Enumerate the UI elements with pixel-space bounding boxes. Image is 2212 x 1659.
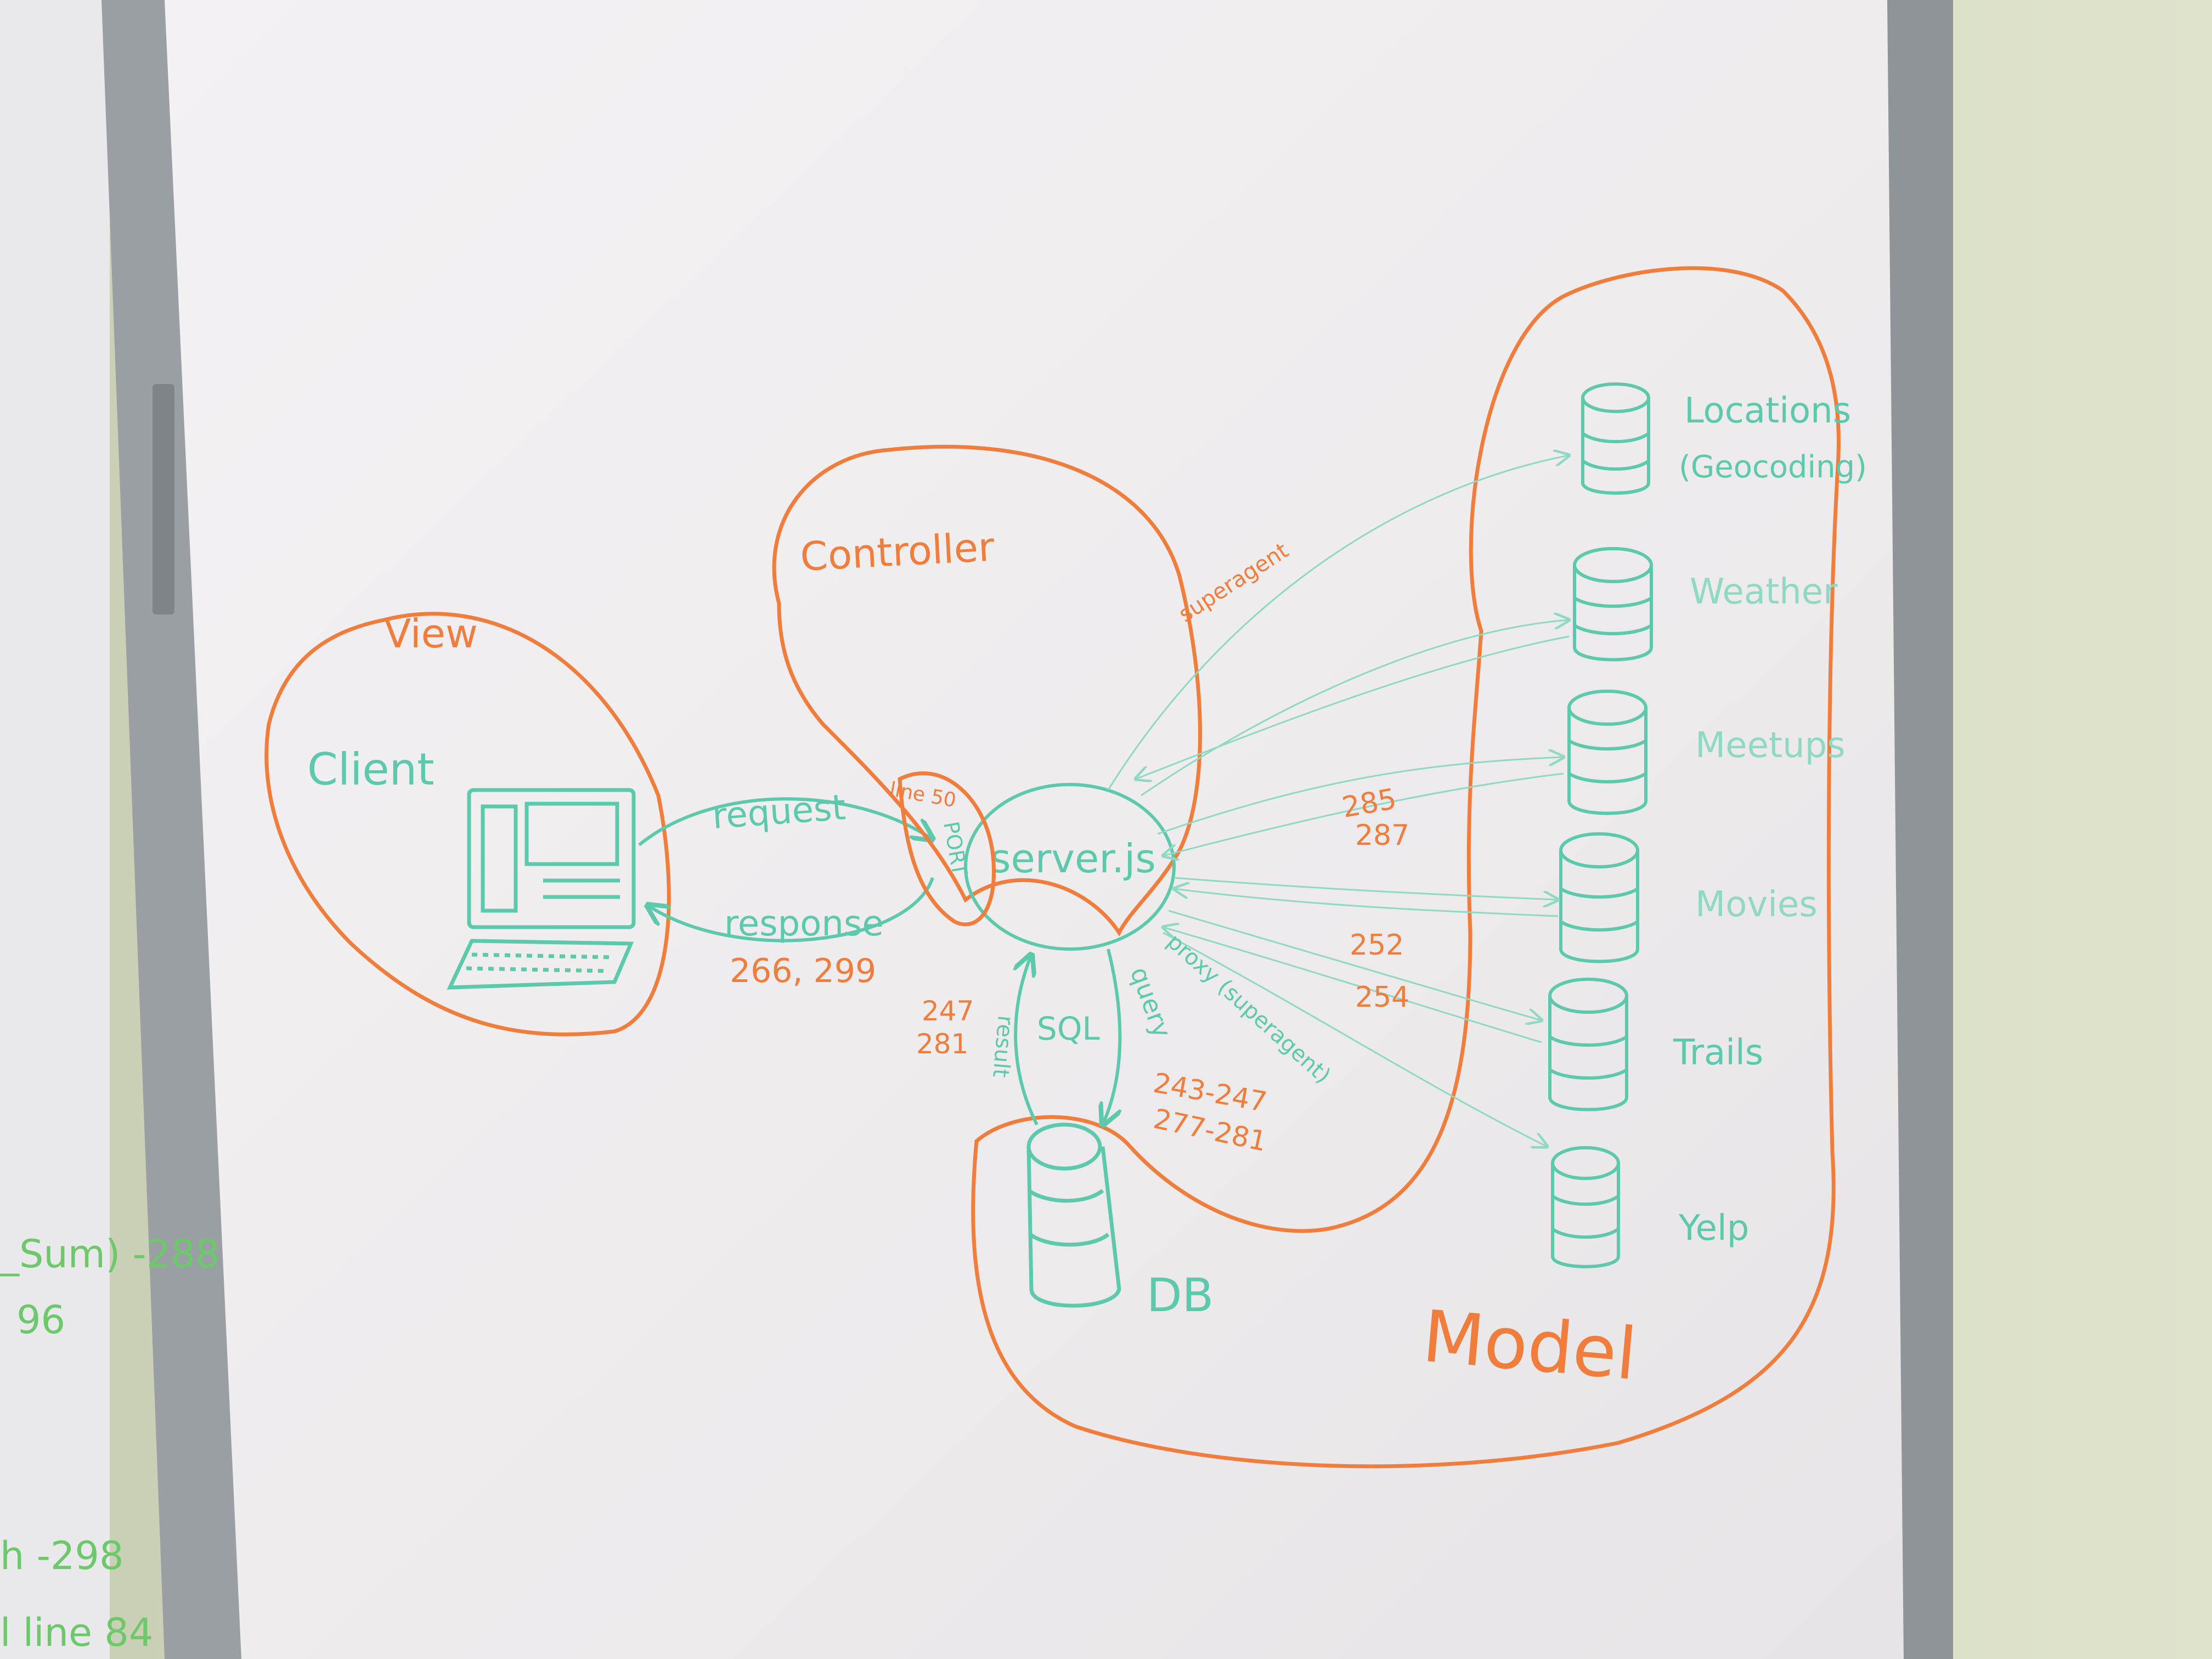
- main-whiteboard: [165, 0, 1904, 1659]
- client-label: Client: [307, 744, 435, 795]
- request-label: request: [711, 787, 847, 837]
- arrow-from-meetups: [1163, 772, 1564, 856]
- computer-icon: [447, 788, 636, 990]
- arrow-to-trails: [1168, 910, 1542, 1020]
- api-db-weather: [1573, 547, 1653, 662]
- arrow-to-locations: [1107, 455, 1569, 791]
- result-arrow: [1015, 955, 1039, 1126]
- response-label: response: [724, 904, 884, 944]
- response-arrow: [647, 877, 934, 943]
- result-label: result: [988, 1014, 1018, 1079]
- arrow-to-yelp: [1163, 932, 1547, 1147]
- arrow-to-weather: [1141, 620, 1569, 797]
- sql-label: SQL: [1037, 1010, 1100, 1047]
- arrow-from-movies: [1174, 889, 1559, 917]
- arrow-to-meetups: [1157, 757, 1564, 835]
- api-lines-252: 252: [1350, 929, 1404, 962]
- api-db-yelp: [1551, 1146, 1620, 1268]
- left-whiteboard: [0, 0, 110, 1659]
- api-label-trails: Trails: [1673, 1032, 1763, 1073]
- server-node: [964, 783, 1176, 951]
- api-label-locations: Locations: [1684, 391, 1851, 431]
- api-label-weather: Weather: [1690, 572, 1838, 612]
- line-50-loop: [898, 771, 996, 927]
- api-db-locations: [1581, 382, 1650, 495]
- left-board-text-2: 96: [16, 1297, 65, 1342]
- arrow-from-weather: [1136, 635, 1570, 779]
- result-lines-a: 247: [922, 995, 974, 1027]
- api-label-yelp: Yelp: [1678, 1208, 1749, 1249]
- result-lines-b: 281: [916, 1028, 968, 1060]
- api-db-movies: [1559, 832, 1639, 963]
- db-icon: [1026, 1122, 1121, 1308]
- api-label-geocoding: (Geocoding): [1679, 449, 1867, 485]
- api-lines-287: 287: [1355, 819, 1409, 852]
- controller-boundary: [772, 444, 1202, 936]
- request-arrow: [638, 797, 933, 847]
- api-label-meetups: Meetups: [1695, 725, 1846, 766]
- db-label: DB: [1147, 1268, 1214, 1322]
- api-lines-254: 254: [1355, 981, 1409, 1014]
- server-label: server.js: [990, 836, 1156, 882]
- view-label: View: [384, 611, 478, 657]
- left-board-text-3: h -298: [0, 1533, 123, 1578]
- left-board-text-1: _Sum) -288: [0, 1232, 219, 1277]
- model-boundary: [971, 266, 1841, 1469]
- arrow-from-trails: [1163, 927, 1542, 1043]
- model-label: Model: [1419, 1294, 1640, 1396]
- hinge: [153, 384, 174, 614]
- api-db-trails: [1548, 978, 1628, 1111]
- query-arrow: [1103, 949, 1120, 1125]
- api-label-movies: Movies: [1695, 884, 1818, 925]
- response-line-numbers: 266, 299: [730, 952, 876, 990]
- api-arrows: [1107, 455, 1570, 1147]
- view-boundary: [264, 612, 671, 1037]
- board-frame-left: [101, 0, 247, 1659]
- left-board-text-4: l line 84: [0, 1610, 153, 1655]
- api-db-meetups: [1567, 690, 1647, 815]
- controller-label: Controller: [799, 524, 995, 580]
- arrow-to-movies: [1173, 877, 1558, 900]
